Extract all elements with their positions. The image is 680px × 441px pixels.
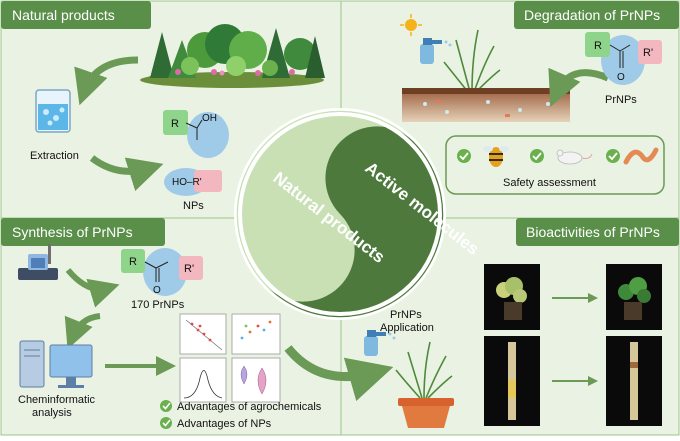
advantage-nps-label: Advantages of NPs xyxy=(177,418,272,430)
yin-light-half xyxy=(236,110,414,302)
header-degradation: Degradation of PrNPs xyxy=(514,1,679,29)
prnps-count-label: 170 PrNPs xyxy=(131,299,185,311)
np-molecule-alcohol: HO–R' xyxy=(164,168,222,196)
arrow-extraction-to-nps xyxy=(89,155,164,191)
bee-icon xyxy=(483,146,509,167)
soil-cross-section xyxy=(402,88,570,122)
spray-bottle-icon xyxy=(364,330,396,356)
cheminformatic-label-1: Cheminformatic xyxy=(18,394,96,406)
center-yin-yang xyxy=(234,108,446,320)
deg-mol-r-label: R xyxy=(594,40,602,52)
analysis-plots xyxy=(179,313,281,403)
advantage-agrochemicals-label: Advantages of agrochemicals xyxy=(177,401,322,413)
arrow-stirrer-to-prnps xyxy=(65,268,120,308)
deg-prnps-label: PrNPs xyxy=(605,94,637,106)
potted-plant-icon xyxy=(395,341,454,428)
check-icon xyxy=(160,400,172,412)
prnps-molecule-degradation: R R' O xyxy=(585,32,662,85)
application-label-2: Application xyxy=(380,322,434,334)
mouse-icon xyxy=(556,149,593,165)
sun-icon xyxy=(400,14,422,36)
syn-mol-o-label: O xyxy=(153,285,161,296)
stirrer-icon xyxy=(18,244,58,280)
arrow-synthesis-to-application xyxy=(284,345,394,402)
header-natural-products: Natural products xyxy=(1,1,151,29)
np-acid-oh-label: OH xyxy=(202,113,217,124)
application-label-1: PrNPs xyxy=(390,309,422,321)
syn-mol-r-label: R xyxy=(129,256,137,268)
beaker-icon xyxy=(35,89,71,133)
deg-mol-o-label: O xyxy=(617,72,625,83)
nps-label: NPs xyxy=(183,200,204,212)
header-synthesis-title: Synthesis of PrNPs xyxy=(12,224,133,240)
np-alcohol-label: HO–R' xyxy=(172,177,202,188)
np-acid-r-label: R xyxy=(171,118,179,130)
forest-illustration xyxy=(140,24,325,88)
check-icon xyxy=(530,149,544,163)
spray-bottle-icon xyxy=(420,38,452,64)
prnps-molecule-synthesis: R R' O xyxy=(121,248,203,296)
plant-test-photos xyxy=(484,264,662,426)
extraction-label: Extraction xyxy=(30,150,79,162)
earthworm-icon xyxy=(623,147,659,165)
safety-assessment-label: Safety assessment xyxy=(503,177,596,189)
advantage-agrochemicals-row: Advantages of agrochemicals xyxy=(160,400,322,413)
np-molecule-acid: R OH xyxy=(163,110,229,158)
yang-dark-half xyxy=(266,126,444,318)
header-natural-products-title: Natural products xyxy=(12,7,115,23)
header-synthesis: Synthesis of PrNPs xyxy=(1,218,165,246)
header-degradation-title: Degradation of PrNPs xyxy=(524,7,660,23)
check-icon xyxy=(457,149,471,163)
cheminformatic-label-2: analysis xyxy=(32,407,72,419)
computer-icon xyxy=(19,340,93,388)
arrow-forest-to-extraction xyxy=(74,56,139,106)
header-bioactivities-title: Bioactivities of PrNPs xyxy=(526,224,660,240)
check-icon xyxy=(606,149,620,163)
syn-mol-rp-label: R' xyxy=(184,263,194,275)
arrow-prnps-to-soil xyxy=(548,67,610,107)
advantage-nps-row: Advantages of NPs xyxy=(160,417,272,430)
arrow-prnps-to-computer xyxy=(64,313,101,350)
deg-mol-rp-label: R' xyxy=(643,47,653,59)
header-bioactivities: Bioactivities of PrNPs xyxy=(516,218,679,246)
safety-assessment-box: Safety assessment xyxy=(445,135,665,195)
check-icon xyxy=(160,417,172,429)
